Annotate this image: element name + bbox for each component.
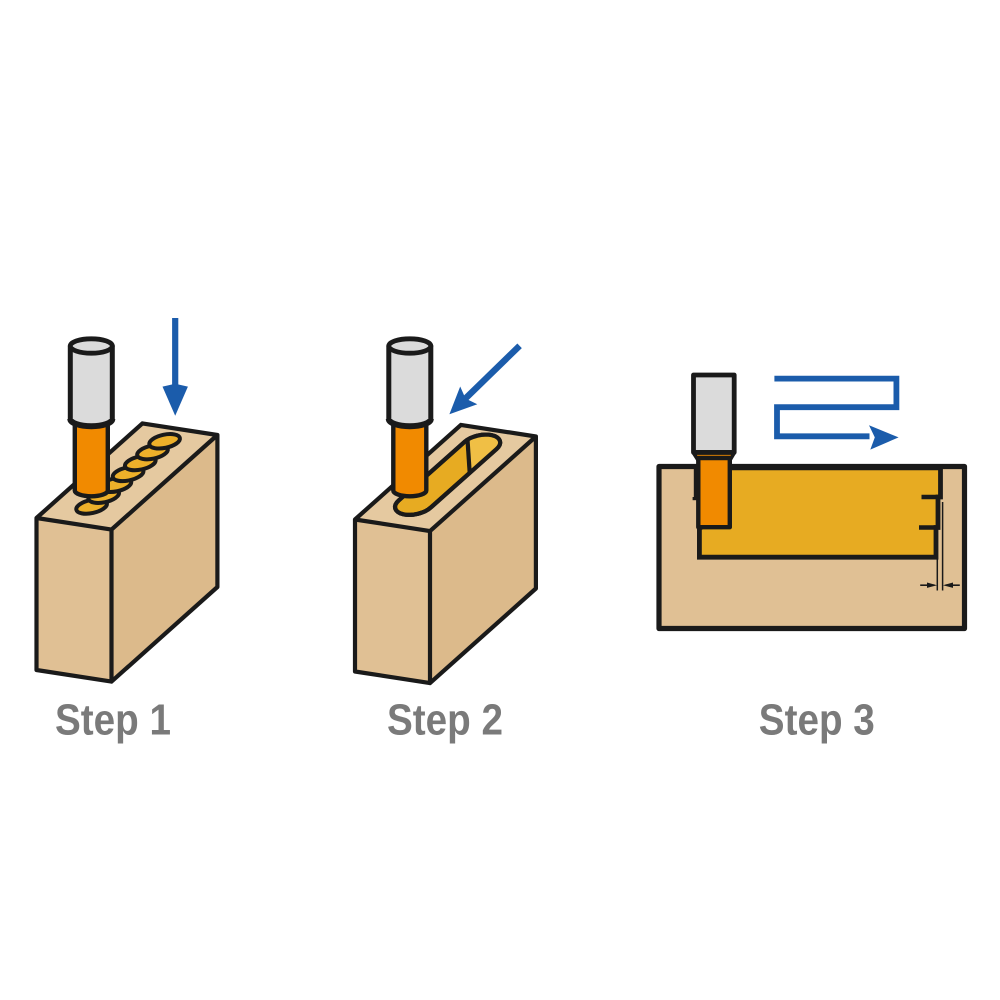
step1-router-bit-cutter — [72, 417, 110, 499]
step1-board-end-face — [36, 518, 112, 682]
step3-feed-arrow-head — [869, 425, 899, 450]
step3-wall-thickness-dimension — [920, 502, 960, 591]
step1-label: Step 1 — [55, 696, 171, 745]
step2-router-bit-collet-band — [385, 418, 434, 430]
step3-dim-arrow-right-head — [943, 582, 953, 588]
step2-router-bit — [385, 336, 434, 499]
step1-drill-hole — [147, 432, 182, 451]
step3-illustration — [656, 372, 968, 632]
step1-illustration — [34, 318, 220, 684]
step3-bit-cutter — [696, 455, 732, 530]
step2-plunge-diagonal-arrow-icon — [449, 343, 522, 415]
step2-plunge-arrow-head — [449, 386, 478, 415]
step2-board-side-face — [430, 436, 536, 684]
step3-feed-arrow-path — [774, 375, 900, 440]
step1-router-bit-collet-band — [67, 418, 116, 430]
step3-dim-arrow-left-head — [927, 582, 937, 588]
step1-router-bit-collet-top — [67, 336, 115, 356]
step1-plunge-down-arrow-icon — [162, 318, 188, 416]
step2-label: Step 2 — [387, 696, 503, 745]
step2-illustration — [352, 336, 538, 686]
step2-slot-outline — [392, 432, 503, 518]
step1-router-bit — [67, 336, 116, 499]
step1-router-bit-collet-body — [67, 343, 115, 429]
step3-router-bit — [691, 372, 737, 530]
step2-router-bit-collet-body — [386, 343, 434, 429]
step2-slot-endwall — [467, 434, 501, 473]
step2-router-bit-collet-top — [386, 336, 434, 356]
step2-board-edges — [352, 422, 538, 686]
step2-plunge-arrow-shaft — [461, 343, 522, 403]
step2-board-end-face — [355, 519, 430, 684]
step3-bit-collet — [691, 372, 737, 455]
step1-plunge-arrow-head — [162, 383, 188, 416]
step1-board-side-face — [111, 435, 218, 682]
step2-slot-endwall-edge — [465, 439, 472, 474]
step3-back-and-forth-arrow-icon — [774, 375, 900, 450]
step3-label: Step 3 — [759, 696, 875, 745]
step1-board-edges — [34, 421, 220, 684]
step2-router-bit-cutter — [391, 417, 429, 499]
step3-slot-area — [697, 465, 943, 560]
